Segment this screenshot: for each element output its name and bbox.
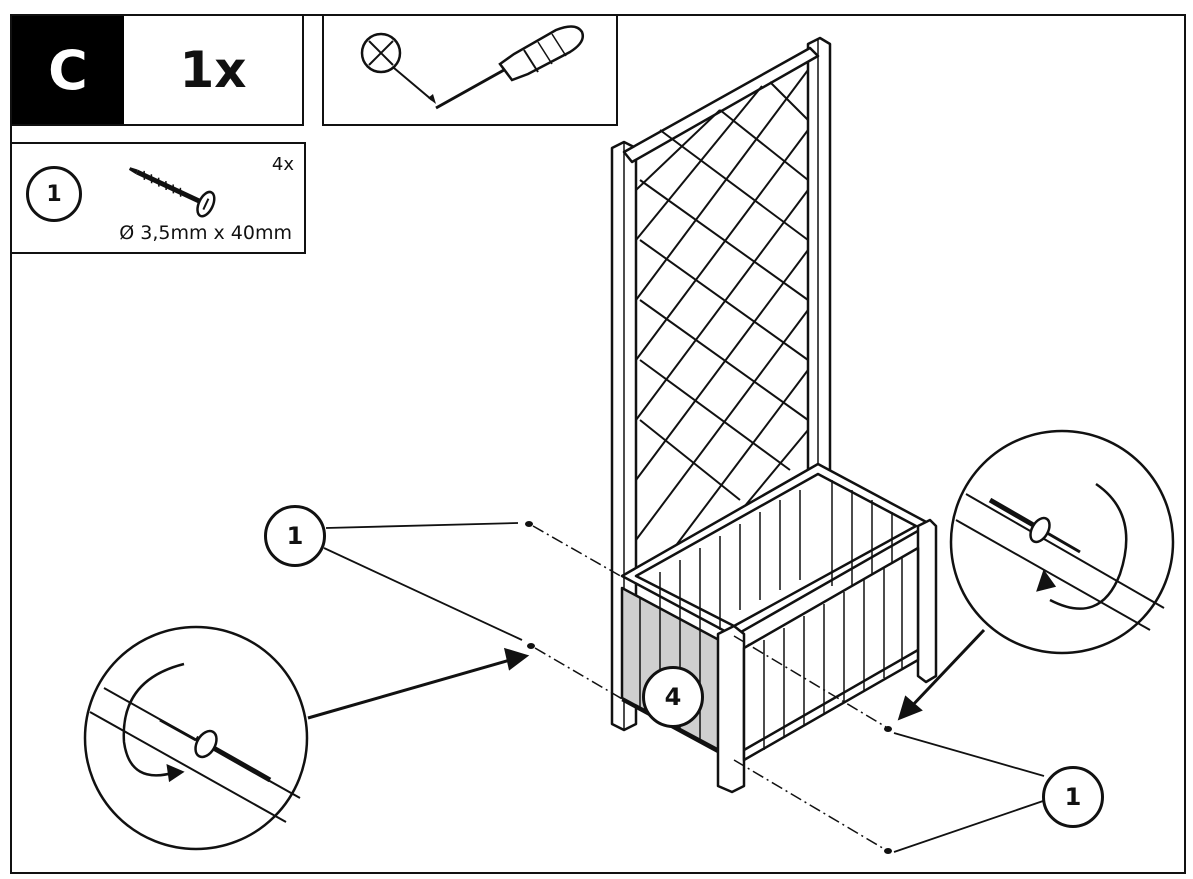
phillips-screwdriver-icon: [360, 25, 584, 110]
parts-count: 4x: [271, 154, 294, 175]
detail-circle-right: [949, 429, 1175, 655]
step-letter: C: [12, 16, 124, 124]
screw-icon: [128, 167, 216, 218]
step-quantity: 1x: [179, 41, 247, 99]
detail-arrows: [307, 628, 986, 721]
guide-lines: [532, 525, 887, 851]
parts-box: 1 4x Ø 3,5mm x 40mm: [10, 142, 306, 254]
part-number-badge: 1: [26, 166, 82, 222]
callout-screw-right: 1: [1042, 766, 1104, 828]
step-header: C 1x: [10, 14, 304, 126]
leader-lines: [323, 522, 1047, 853]
tool-box: [322, 14, 618, 126]
screw-marks: [525, 521, 892, 854]
detail-circle-left: [83, 625, 309, 851]
callout-panel: 4: [642, 666, 704, 728]
parts-size: Ø 3,5mm x 40mm: [119, 222, 292, 244]
callout-screw-left: 1: [264, 505, 326, 567]
planter-box: [620, 462, 938, 794]
